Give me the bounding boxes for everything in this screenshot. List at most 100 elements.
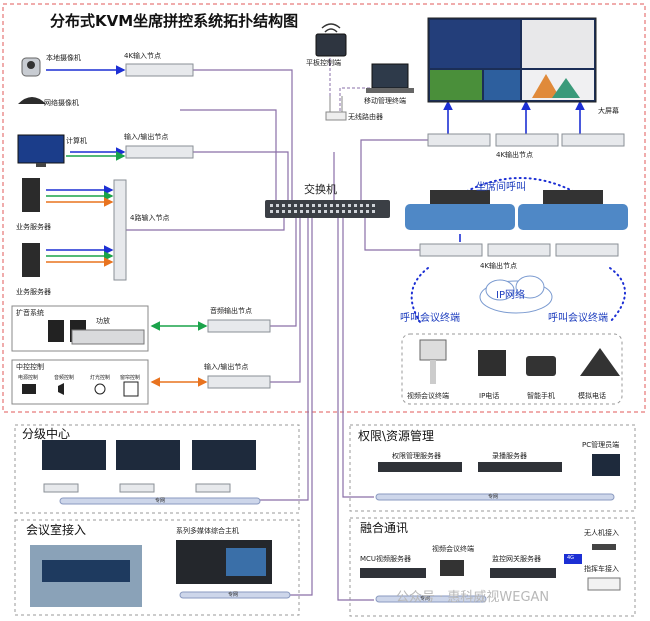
server-icon-1: [22, 178, 40, 212]
meeting-bus-label: 专网: [228, 592, 239, 598]
label-input-4k: 4K输入节点: [124, 52, 162, 60]
seat-console-right-icon: [518, 190, 628, 230]
label-router: 无线路由器: [348, 113, 383, 121]
node-out-seat-2: [487, 243, 551, 257]
node-out-top-2: [495, 133, 559, 147]
laptop-icon: [366, 63, 414, 93]
big-screen-icon: [427, 17, 597, 103]
label-vc-terminal: 视频会议终端: [432, 545, 474, 553]
label-io-2: 输入/输出节点: [204, 363, 249, 371]
label-io-1: 输入/输出节点: [124, 133, 169, 141]
label-record-server: 录播服务器: [492, 452, 527, 460]
label-call-terminal-right: 呼叫会议终端: [548, 313, 608, 324]
ip-phone-icon: [478, 350, 506, 376]
page-title: 分布式KVM坐席拼控系统拓扑结构图: [50, 12, 299, 30]
branch-bus-label: 专网: [155, 498, 166, 504]
label-host: 系列多媒体综合主机: [176, 527, 239, 535]
label-mobile: 移动管理终端: [364, 97, 406, 105]
label-big-screen: 大屏幕: [598, 107, 619, 115]
label-command-vehicle: 指挥车接入: [584, 565, 619, 573]
label-tablet: 平板控制端: [306, 59, 341, 67]
label-network-camera: 网络摄像机: [44, 99, 79, 107]
control-icons: [22, 381, 139, 397]
label-power-control: 电源控制: [18, 375, 39, 381]
node-out-seat-1: [419, 243, 483, 257]
terminals-frame: [401, 333, 623, 405]
network-camera-icon: [18, 97, 46, 104]
seat-console-left-icon: [405, 190, 515, 230]
node-io-1: [125, 145, 194, 159]
label-server-1: 业务服务器: [16, 223, 51, 231]
permission-frame: [349, 424, 636, 512]
node-out-top-3: [561, 133, 625, 147]
analog-phone-icon: [580, 348, 620, 376]
router-icon: [325, 96, 347, 121]
command-vehicle-icon: [587, 577, 621, 591]
label-input-4way: 4路输入节点: [130, 214, 170, 222]
local-camera-icon: [21, 57, 41, 77]
node-io-2: [207, 375, 271, 389]
label-computer: 计算机: [66, 137, 87, 145]
tablet-icon: [315, 33, 347, 57]
section-fusion-title: 融合通讯: [360, 521, 409, 535]
label-amplifier: 功放: [96, 317, 110, 325]
label-terminal-2: IP电话: [479, 392, 500, 400]
label-perm-server: 权限管理服务器: [392, 452, 441, 460]
cc-frame: [11, 359, 149, 405]
label-ip-network: IP网络: [496, 290, 525, 301]
monitor-gw-icon: [490, 568, 556, 578]
label-monitor-gw: 监控网关服务器: [492, 555, 541, 563]
branch-walls: [42, 440, 256, 470]
label-audio-control: 音频控制: [54, 375, 75, 381]
label-terminal-1: 视频会议终端: [407, 392, 449, 400]
fusion-frame: [349, 517, 636, 617]
label-audio-output: 音频输出节点: [210, 307, 252, 315]
meeting-frame: [14, 519, 300, 616]
smartphone-icon: [526, 356, 556, 376]
watermark: 公众号 · 惠科威视WEGAN: [396, 590, 550, 605]
node-out-seat-3: [555, 243, 619, 257]
amplifier-icon: [71, 329, 145, 345]
badge-4g: 4G: [567, 555, 575, 561]
perm-bus-label: 专网: [488, 494, 499, 500]
computer-icon: [17, 134, 65, 167]
label-local-camera: 本地摄像机: [46, 54, 81, 62]
pc-admin-icon: [592, 454, 620, 476]
perm-server-icon: [378, 462, 462, 472]
label-pc-admin: PC管理员端: [582, 441, 620, 449]
wifi-icon: [321, 23, 341, 33]
mcu-icon: [360, 568, 426, 578]
label-central-control: 中控控制: [16, 363, 44, 371]
label-output-4k-seats: 4K输出节点: [480, 262, 518, 270]
node-devices: [113, 63, 625, 389]
section-meeting-title: 会议室接入: [26, 523, 87, 537]
label-terminal-4: 模拟电话: [578, 392, 606, 400]
ip-cloud-icon: [479, 275, 553, 314]
video-conf-terminal-icon: [419, 339, 447, 384]
section-permission-title: 权限\资源管理: [358, 429, 435, 443]
record-server-icon: [478, 462, 562, 472]
label-seat-call: 坐席间呼叫: [476, 182, 526, 193]
label-output-4k-top: 4K输出节点: [496, 151, 534, 159]
label-drone: 无人机接入: [584, 529, 619, 537]
bus-lines: [59, 493, 615, 603]
vc-terminal-icon: [440, 560, 464, 576]
fusion-bus-label: 专网: [420, 596, 431, 602]
node-input-4k: [125, 63, 194, 77]
label-pa-system: 扩音系统: [16, 309, 44, 317]
server-icon-2: [22, 243, 40, 277]
node-audio: [207, 319, 271, 333]
node-out-top-1: [427, 133, 491, 147]
label-mcu: MCU视频服务器: [360, 555, 412, 563]
4g-badge-icon: [564, 554, 582, 564]
label-call-terminal-left: 呼叫会议终端: [400, 313, 460, 324]
drone-icon: [592, 544, 616, 550]
label-light-control: 灯光控制: [90, 375, 111, 381]
section-branch-title: 分级中心: [22, 427, 71, 441]
label-curtain-control: 窗帘控制: [120, 375, 141, 381]
pa-frame: [11, 305, 149, 352]
label-switch: 交换机: [304, 183, 337, 196]
label-server-2: 业务服务器: [16, 288, 51, 296]
label-terminal-3: 智能手机: [527, 392, 555, 400]
